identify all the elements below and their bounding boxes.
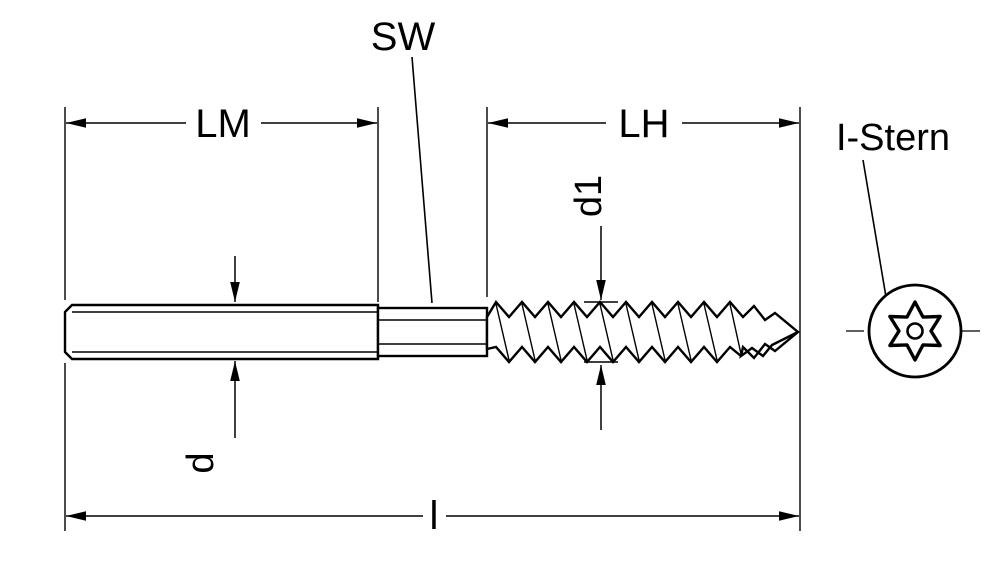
helix-line: [573, 303, 588, 361]
label-lm: LM: [195, 102, 251, 146]
callout-sw: SW: [371, 15, 436, 304]
wrench-flats-outline: [376, 306, 489, 358]
machine-thread-outline: [63, 303, 380, 361]
helix-line: [547, 303, 562, 361]
torx-center-circle: [906, 322, 924, 340]
i-stern-leader-line: [862, 159, 887, 298]
helix-line: [495, 303, 510, 361]
wood-thread-outline: [485, 299, 800, 364]
helix-line: [729, 303, 742, 355]
callout-i-stern: I-Stern: [836, 117, 950, 298]
wood-thread-section: [485, 299, 800, 364]
label-d1: d1: [568, 175, 610, 217]
dimension-lm: LM: [66, 102, 377, 146]
label-l: l: [430, 494, 439, 538]
helix-line: [677, 303, 692, 361]
helix-line: [703, 303, 718, 361]
label-i-stern: I-Stern: [836, 117, 950, 159]
helix-line: [651, 303, 666, 361]
label-d: d: [180, 452, 222, 473]
thread-helix-lines: [495, 303, 742, 361]
dimension-l: l: [66, 494, 799, 538]
dimension-d: d: [180, 256, 240, 474]
helix-line: [625, 303, 640, 361]
label-sw: SW: [371, 15, 436, 59]
helix-line: [521, 303, 536, 361]
extension-lines: [64, 107, 801, 531]
hanger-bolt-side-view: [63, 299, 800, 364]
helix-line: [599, 303, 614, 361]
torx-star-recess: [888, 300, 942, 362]
dimension-lh: LH: [488, 102, 799, 146]
wrench-flats-section: [376, 306, 489, 358]
machine-thread-section: [63, 303, 380, 361]
torx-end-view: [846, 283, 984, 379]
dimension-d1: d1: [568, 175, 618, 430]
head-outline-circle: [867, 283, 963, 379]
label-lh: LH: [618, 102, 669, 146]
sw-leader-line: [411, 56, 433, 304]
